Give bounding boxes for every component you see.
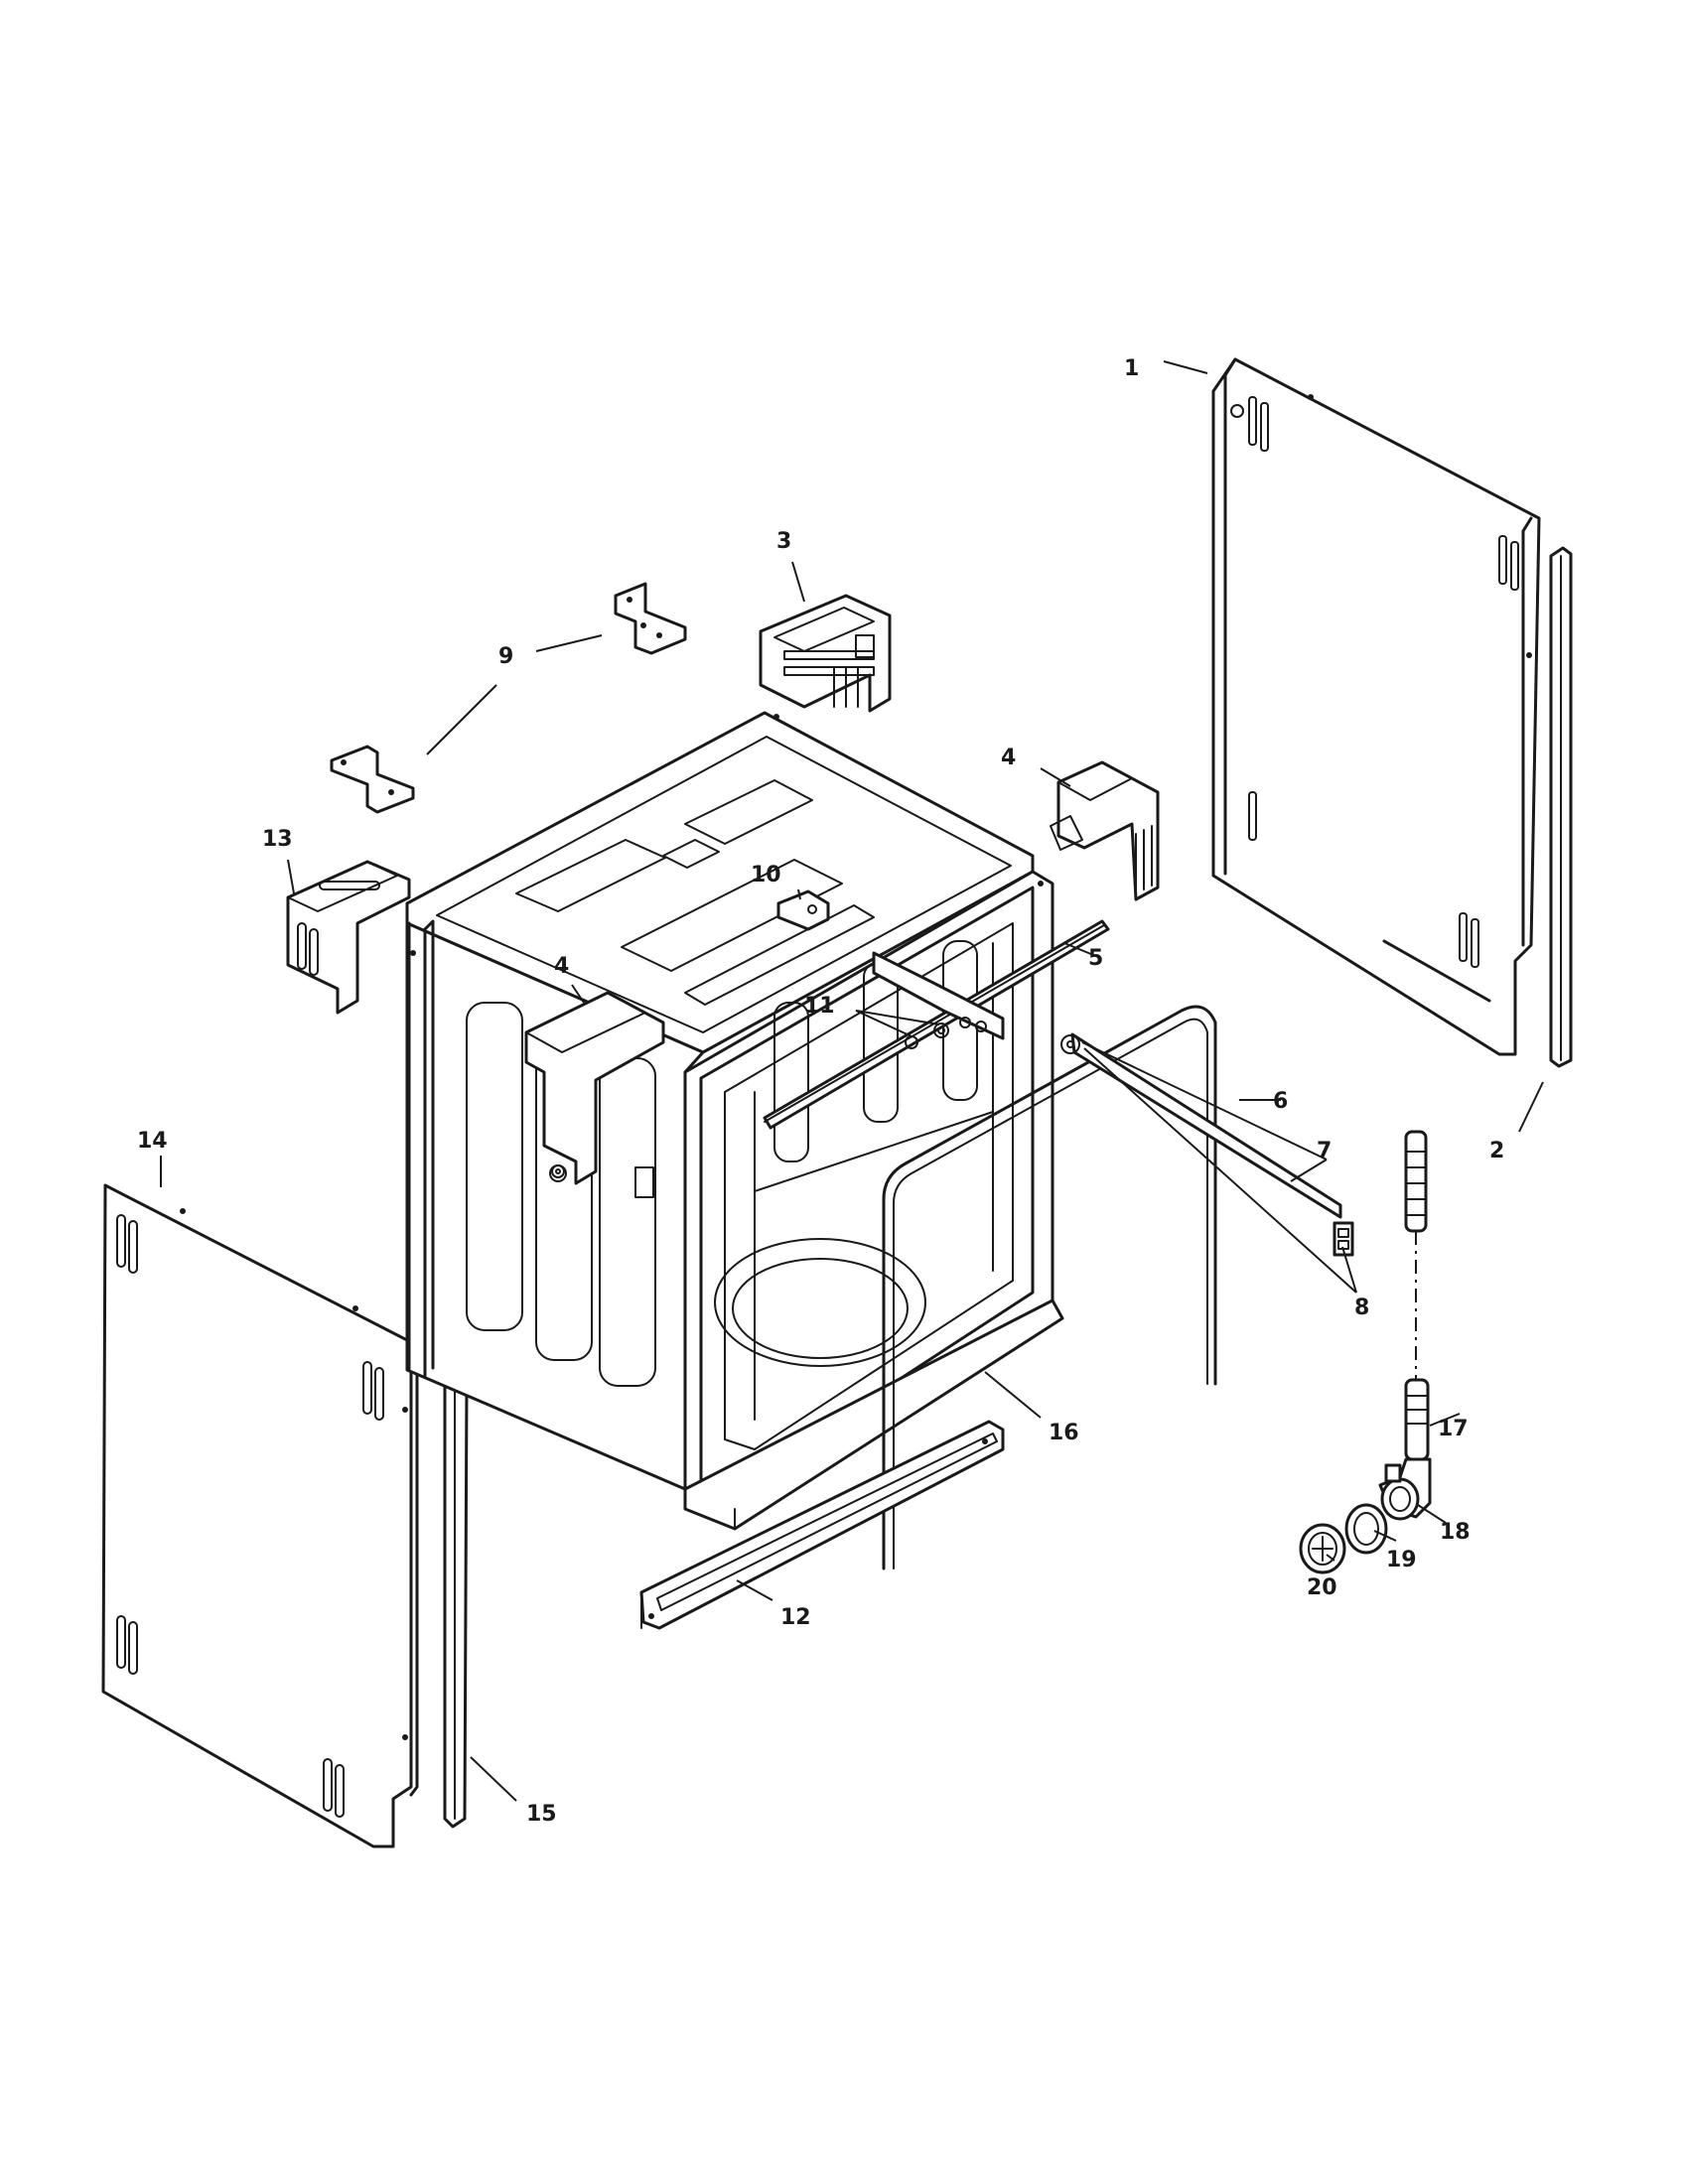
part-4-right-bracket[interactable]	[1050, 760, 1160, 901]
part-19-seal-ring[interactable]	[1344, 1503, 1388, 1555]
callout-2: 2	[1489, 1139, 1504, 1163]
callout-20: 20	[1307, 1575, 1337, 1600]
callout-4-left: 4	[554, 954, 569, 979]
part-9-hinge-plate-lower[interactable]	[330, 745, 415, 814]
callout-3: 3	[776, 529, 791, 554]
part-18-drain-elbow[interactable]	[1378, 1457, 1432, 1521]
callout-4-right: 4	[1001, 746, 1016, 770]
part-4-left-bracket[interactable]	[524, 991, 665, 1185]
part-6-door-gasket[interactable]	[882, 1005, 1217, 1570]
callout-17: 17	[1438, 1417, 1469, 1441]
callout-15: 15	[526, 1802, 557, 1827]
part-1-right-side-panel[interactable]	[1211, 357, 1541, 1056]
callout-8: 8	[1354, 1296, 1369, 1320]
part-2-right-trim-strip[interactable]	[1549, 546, 1573, 1068]
callout-11: 11	[804, 994, 835, 1019]
callout-14: 14	[137, 1129, 168, 1154]
callout-6: 6	[1273, 1089, 1288, 1114]
part-15-left-trim-strip[interactable]	[443, 1372, 469, 1829]
part-13-left-bracket[interactable]	[286, 860, 411, 1015]
part-7-door-arm[interactable]	[1060, 1032, 1342, 1219]
part-3-upper-bracket[interactable]	[759, 594, 892, 713]
callout-7: 7	[1317, 1139, 1332, 1163]
part-12-lower-rail[interactable]	[639, 1420, 1005, 1630]
part-9-hinge-plate-upper[interactable]	[614, 582, 687, 655]
callout-12: 12	[780, 1605, 811, 1630]
callout-16: 16	[1049, 1421, 1079, 1445]
callout-1: 1	[1124, 356, 1139, 381]
part-14-left-side-panel[interactable]	[101, 1183, 419, 1848]
callout-13: 13	[262, 827, 293, 852]
callout-9: 9	[498, 644, 513, 669]
callout-18: 18	[1440, 1520, 1471, 1545]
part-10-tub-clip[interactable]	[776, 889, 830, 931]
callout-19: 19	[1386, 1548, 1417, 1572]
callout-10: 10	[751, 863, 781, 887]
callout-labels: 1 2 3 4 4 5 6 7 8 9 10 11 12 13 14 15 16…	[137, 356, 1504, 1827]
part-20-drain-cap[interactable]	[1299, 1523, 1346, 1574]
part-17-drain-hose[interactable]	[1404, 1130, 1430, 1461]
callout-5: 5	[1088, 946, 1103, 971]
part-11-pins[interactable]	[872, 951, 1005, 1049]
part-8-arm-clip[interactable]	[1333, 1221, 1354, 1257]
part-16-tub[interactable]	[405, 711, 1064, 1531]
leader-lines	[160, 360, 1544, 1802]
